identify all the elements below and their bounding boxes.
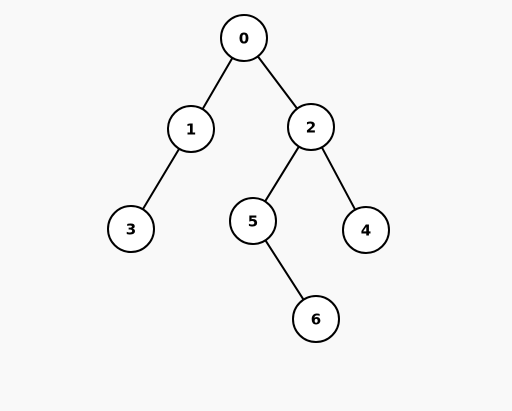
edge-0-2: [256, 55, 299, 110]
edge-2-4: [320, 146, 357, 211]
edges-layer: [141, 55, 357, 301]
tree-node-5: 5: [229, 197, 277, 245]
edge-5-6: [264, 239, 305, 301]
node-label: 4: [361, 222, 371, 240]
tree-node-4: 4: [342, 206, 390, 254]
node-label: 0: [239, 30, 249, 48]
node-circle: [287, 103, 335, 151]
node-label: 3: [126, 221, 136, 239]
node-label: 5: [248, 213, 258, 231]
node-circle: [229, 197, 277, 245]
node-circle: [342, 206, 390, 254]
edge-1-3: [141, 147, 181, 211]
node-circle: [167, 105, 215, 153]
node-circle: [220, 14, 268, 62]
node-circle: [107, 205, 155, 253]
tree-node-6: 6: [292, 295, 340, 343]
edge-0-1: [201, 56, 234, 111]
tree-node-1: 1: [167, 105, 215, 153]
nodes-layer: 0 1 2 3 5 4 6: [107, 14, 390, 343]
tree-node-3: 3: [107, 205, 155, 253]
node-label: 6: [311, 311, 321, 329]
node-circle: [292, 295, 340, 343]
tree-node-0: 0: [220, 14, 268, 62]
node-label: 1: [186, 121, 196, 139]
edge-2-5: [264, 145, 300, 203]
node-label: 2: [306, 119, 316, 137]
tree-node-2: 2: [287, 103, 335, 151]
